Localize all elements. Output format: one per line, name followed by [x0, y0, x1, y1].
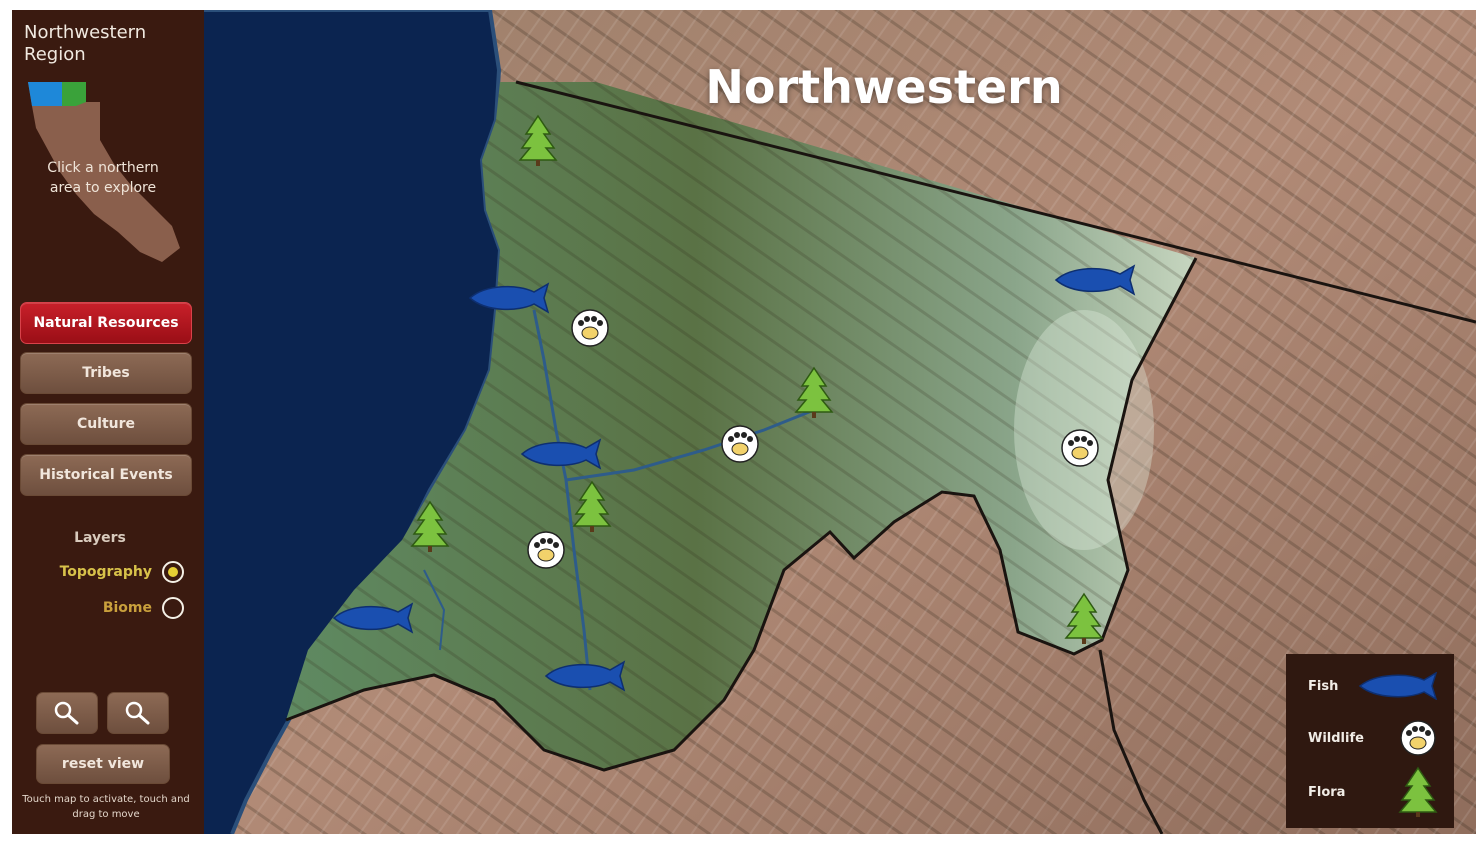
radio-selected-dot [168, 567, 178, 577]
tree-marker[interactable] [572, 480, 612, 532]
zoom-out-button[interactable] [107, 692, 169, 734]
northeast-area[interactable] [62, 82, 86, 106]
legend-wildlife-label: Wildlife [1308, 730, 1364, 746]
layer-biome-label: Biome [102, 600, 152, 616]
tree-marker[interactable] [794, 366, 834, 418]
map-svg[interactable] [204, 10, 1476, 834]
magnifier-icon [125, 701, 150, 725]
sidebar: Northwestern Region Click a northern are… [12, 10, 204, 834]
legend-item-fish: Fish [1308, 666, 1438, 706]
map-legend: Fish Wildlife Flora [1286, 654, 1454, 828]
legend-flora-label: Flora [1308, 784, 1346, 800]
legend-item-wildlife: Wildlife [1308, 718, 1438, 758]
layers-title: Layers [74, 530, 126, 546]
paw-marker[interactable] [571, 309, 609, 347]
touch-hint: Touch map to activate, touch and drag to… [22, 794, 190, 820]
paw-marker[interactable] [1061, 429, 1099, 467]
topography-radio[interactable] [162, 561, 184, 583]
region-title: Northwestern Region [24, 22, 147, 65]
tree-icon [1398, 766, 1438, 817]
reset-view-button[interactable]: reset view [36, 744, 170, 784]
culture-button[interactable]: Culture [20, 403, 192, 445]
northwest-area[interactable] [28, 82, 62, 106]
zoom-in-button[interactable] [36, 692, 98, 734]
paw-marker[interactable] [721, 425, 759, 463]
ocean [204, 10, 500, 834]
fish-marker[interactable] [332, 602, 414, 634]
biome-radio[interactable] [162, 597, 184, 619]
river [423, 569, 446, 651]
river [565, 408, 815, 482]
layer-topography-label: Topography [59, 564, 152, 580]
fish-marker[interactable] [468, 282, 550, 314]
fish-marker[interactable] [520, 438, 602, 470]
layer-biome[interactable]: Biome [32, 594, 184, 622]
magnifier-icon [54, 701, 79, 725]
tribes-button[interactable]: Tribes [20, 352, 192, 394]
layer-topography[interactable]: Topography [32, 558, 184, 586]
region-border [1098, 649, 1164, 834]
fish-marker[interactable] [1054, 264, 1136, 296]
region-border [285, 257, 1198, 772]
map-title: Northwestern [705, 60, 1063, 114]
tree-marker[interactable] [1064, 592, 1104, 644]
paw-icon [1400, 720, 1436, 756]
fish-icon [1358, 672, 1438, 700]
fish-marker[interactable] [544, 660, 626, 692]
paw-marker[interactable] [527, 531, 565, 569]
natural-resources-button[interactable]: Natural Resources [20, 302, 192, 344]
map-canvas[interactable]: Northwestern Fish Wildlife Flora [204, 10, 1476, 834]
region-border [515, 80, 1476, 324]
tree-marker[interactable] [518, 114, 558, 166]
thumbnail-instruction: Click a northern area to explore [47, 160, 159, 196]
legend-item-flora: Flora [1308, 766, 1438, 817]
tree-marker[interactable] [410, 500, 450, 552]
legend-fish-label: Fish [1308, 678, 1339, 694]
california-thumbnail-map[interactable] [22, 76, 186, 266]
historical-events-button[interactable]: Historical Events [20, 454, 192, 496]
